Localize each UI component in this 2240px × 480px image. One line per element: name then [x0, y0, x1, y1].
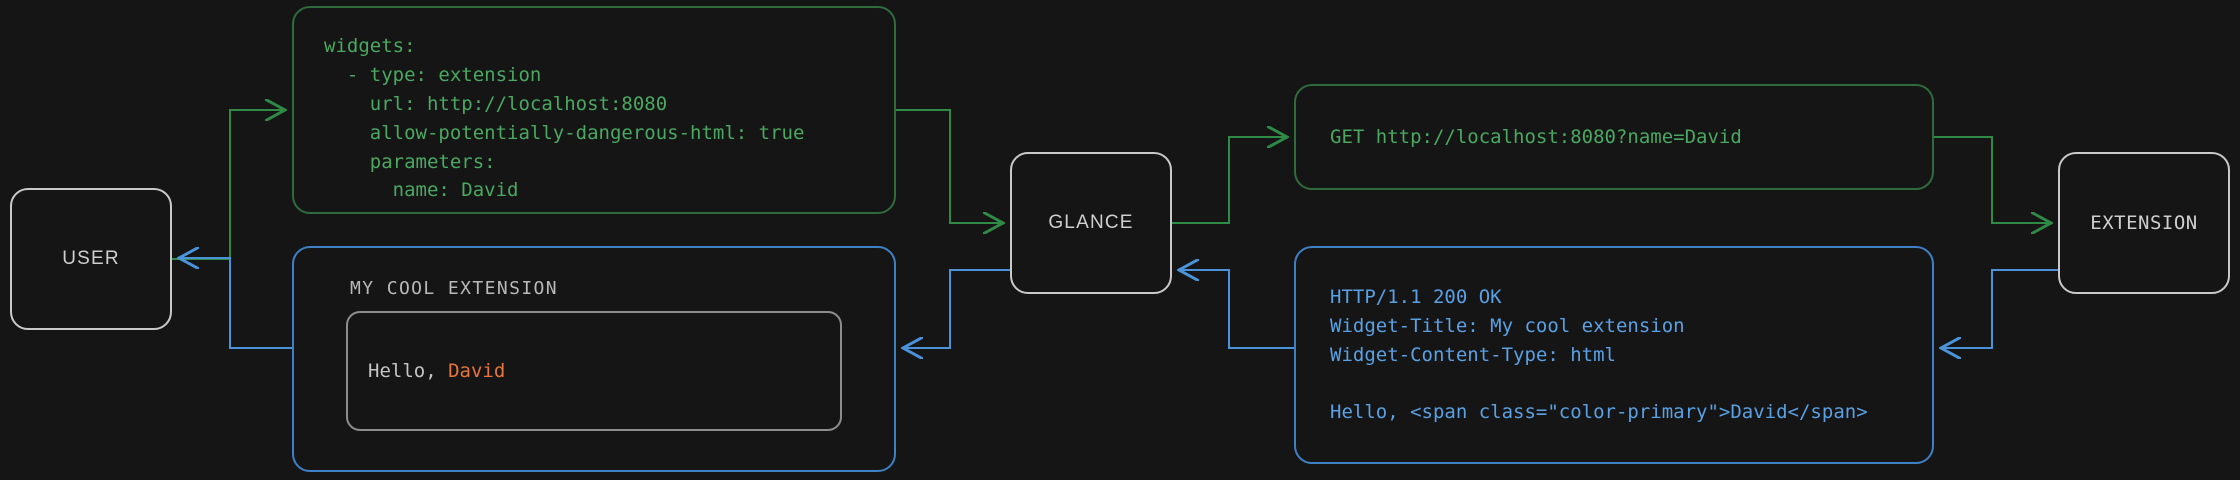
connector-request-to-extension [1934, 136, 2051, 223]
node-glance-label: GLANCE [1048, 212, 1134, 233]
node-extension-label: EXTENSION [2090, 212, 2198, 234]
node-user-label: USER [62, 248, 120, 269]
yaml-config-code: widgets: - type: extension url: http://l… [324, 35, 805, 202]
widget-title: MY COOL EXTENSION [350, 278, 559, 299]
http-request-code: GET http://localhost:8080?name=David [1330, 125, 1742, 148]
node-user[interactable]: USER [10, 188, 172, 330]
connector-response-to-glance [1179, 270, 1294, 349]
panel-http-response: HTTP/1.1 200 OK Widget-Title: My cool ex… [1294, 246, 1934, 464]
widget-greeting-prefix: Hello, [368, 360, 449, 382]
connector-config-to-glance [896, 109, 1003, 223]
node-glance[interactable]: GLANCE [1010, 152, 1172, 294]
node-extension[interactable]: EXTENSION [2058, 152, 2230, 294]
widget-content-card: Hello, David [346, 311, 842, 431]
connector-user-to-config [172, 110, 285, 260]
panel-widget-yaml-config: widgets: - type: extension url: http://l… [292, 6, 896, 214]
panel-rendered-widget: MY COOL EXTENSION Hello, David [292, 246, 896, 472]
connector-glance-to-widget [903, 269, 1010, 348]
connector-glance-to-request [1172, 137, 1287, 224]
widget-greeting: Hello, David [368, 360, 505, 382]
http-response-code: HTTP/1.1 200 OK Widget-Title: My cool ex… [1330, 285, 1868, 424]
connector-widget-to-user [179, 258, 292, 349]
widget-greeting-name: David [448, 360, 506, 382]
connector-extension-to-response [1941, 269, 2058, 348]
panel-http-request: GET http://localhost:8080?name=David [1294, 84, 1934, 190]
